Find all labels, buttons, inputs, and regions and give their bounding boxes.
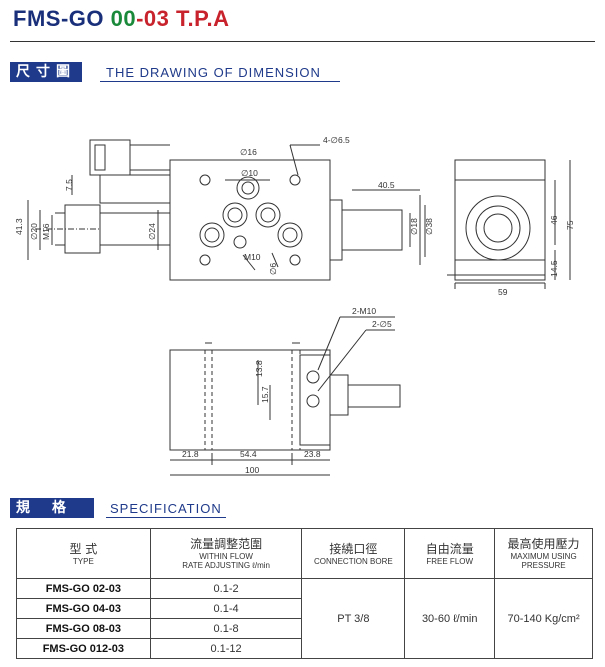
table-row: FMS-GO 02-03 0.1-2 PT 3/8 30-60 ℓ/min 70…	[16, 578, 593, 659]
bottom-view: 2-M10 2-∅5 13.8 15.7 21.8 54.4 23.8 100	[169, 306, 401, 476]
header-flow-range: 流量調整范圍 WITHIN FLOW RATE ADJUSTING ℓ/min	[149, 528, 303, 579]
connection-cell: PT 3/8	[301, 578, 406, 659]
type-cell: FMS-GO 08-03	[16, 618, 151, 639]
dim-23-8: 23.8	[304, 449, 321, 459]
dim-phi16: ∅16	[240, 147, 257, 157]
type-cell: FMS-GO 04-03	[16, 598, 151, 619]
range-cell: 0.1-12	[149, 638, 303, 659]
title-size: 00	[110, 6, 137, 31]
dim-15-7: 15.7	[260, 386, 270, 403]
type-cell: FMS-GO 02-03	[16, 578, 151, 599]
side-view: 59 46 75 14.5	[447, 159, 575, 297]
header-type: 型 式 TYPE	[16, 528, 151, 579]
dimension-drawing: 4-∅6.5 ∅16 ∅10 7.5 40.5 41.3 ∅20 M16 ∅24…	[14, 135, 575, 476]
dim-4phi6-5: 4-∅6.5	[323, 135, 350, 145]
dim-100: 100	[245, 465, 259, 475]
header-free-flow: 自由流量 FREE FLOW	[404, 528, 496, 579]
title-suffix: -03 T.P.A	[136, 6, 230, 31]
drawing-section-rule	[100, 81, 340, 82]
dim-phi10: ∅10	[241, 168, 258, 178]
dim-40-5: 40.5	[378, 180, 395, 190]
dim-phi6: ∅6	[268, 263, 278, 275]
table-row: FMS-GO 08-03 0.1-8	[16, 618, 593, 639]
range-cell: 0.1-2	[149, 578, 303, 599]
spec-section-tag: 規格	[10, 498, 94, 518]
pressure-cell: 70-140 Kg/cm²	[494, 578, 593, 659]
header-pressure: 最高使用壓力 MAXIMUM USING PRESSURE	[494, 528, 593, 579]
dim-75: 75	[565, 220, 575, 230]
spec-section-rule	[106, 517, 226, 518]
dim-14-5: 14.5	[549, 260, 559, 277]
free-flow-cell: 30-60 ℓ/min	[404, 578, 496, 659]
dim-41-3: 41.3	[14, 218, 24, 235]
dim-2-m10: 2-M10	[352, 306, 376, 316]
dim-phi38: ∅38	[424, 218, 434, 235]
spec-section-label: SPECIFICATION	[110, 501, 222, 516]
range-cell: 0.1-8	[149, 618, 303, 639]
dim-13-8: 13.8	[254, 360, 264, 377]
dim-59: 59	[498, 287, 508, 297]
range-cell: 0.1-4	[149, 598, 303, 619]
spec-section-header: 規格 SPECIFICATION	[10, 498, 595, 518]
dim-7-5: 7.5	[64, 179, 74, 191]
drawing-section-tag: 尺寸圖	[10, 62, 82, 82]
dim-21-8: 21.8	[182, 449, 199, 459]
type-cell: FMS-GO 012-03	[16, 638, 151, 659]
drawing-section-header: 尺寸圖 THE DRAWING OF DIMENSION	[10, 62, 595, 82]
dim-phi18: ∅18	[409, 218, 419, 235]
title-divider	[10, 41, 595, 42]
spec-table: 型 式 TYPE 流量調整范圍 WITHIN FLOW RATE ADJUSTI…	[16, 528, 593, 659]
dim-m16: M16	[41, 223, 51, 240]
dim-phi20: ∅20	[29, 223, 39, 240]
spec-table-header-row: 型 式 TYPE 流量調整范圍 WITHIN FLOW RATE ADJUSTI…	[16, 528, 593, 579]
drawing-section-label: THE DRAWING OF DIMENSION	[106, 65, 321, 80]
table-row: FMS-GO 012-03 0.1-12	[16, 638, 593, 659]
front-view: 4-∅6.5 ∅16 ∅10 7.5 40.5 41.3 ∅20 M16 ∅24…	[14, 135, 434, 281]
dim-m10: M10	[244, 252, 261, 262]
dim-2-phi5: 2-∅5	[372, 319, 392, 329]
header-connection: 接繞口徑 CONNECTION BORE	[301, 528, 406, 579]
dim-46: 46	[549, 215, 559, 225]
dim-54-4: 54.4	[240, 449, 257, 459]
page-title: FMS-GO 00-03 T.P.A	[13, 6, 229, 32]
title-model: FMS-GO	[13, 6, 111, 31]
dim-phi24: ∅24	[147, 223, 157, 240]
